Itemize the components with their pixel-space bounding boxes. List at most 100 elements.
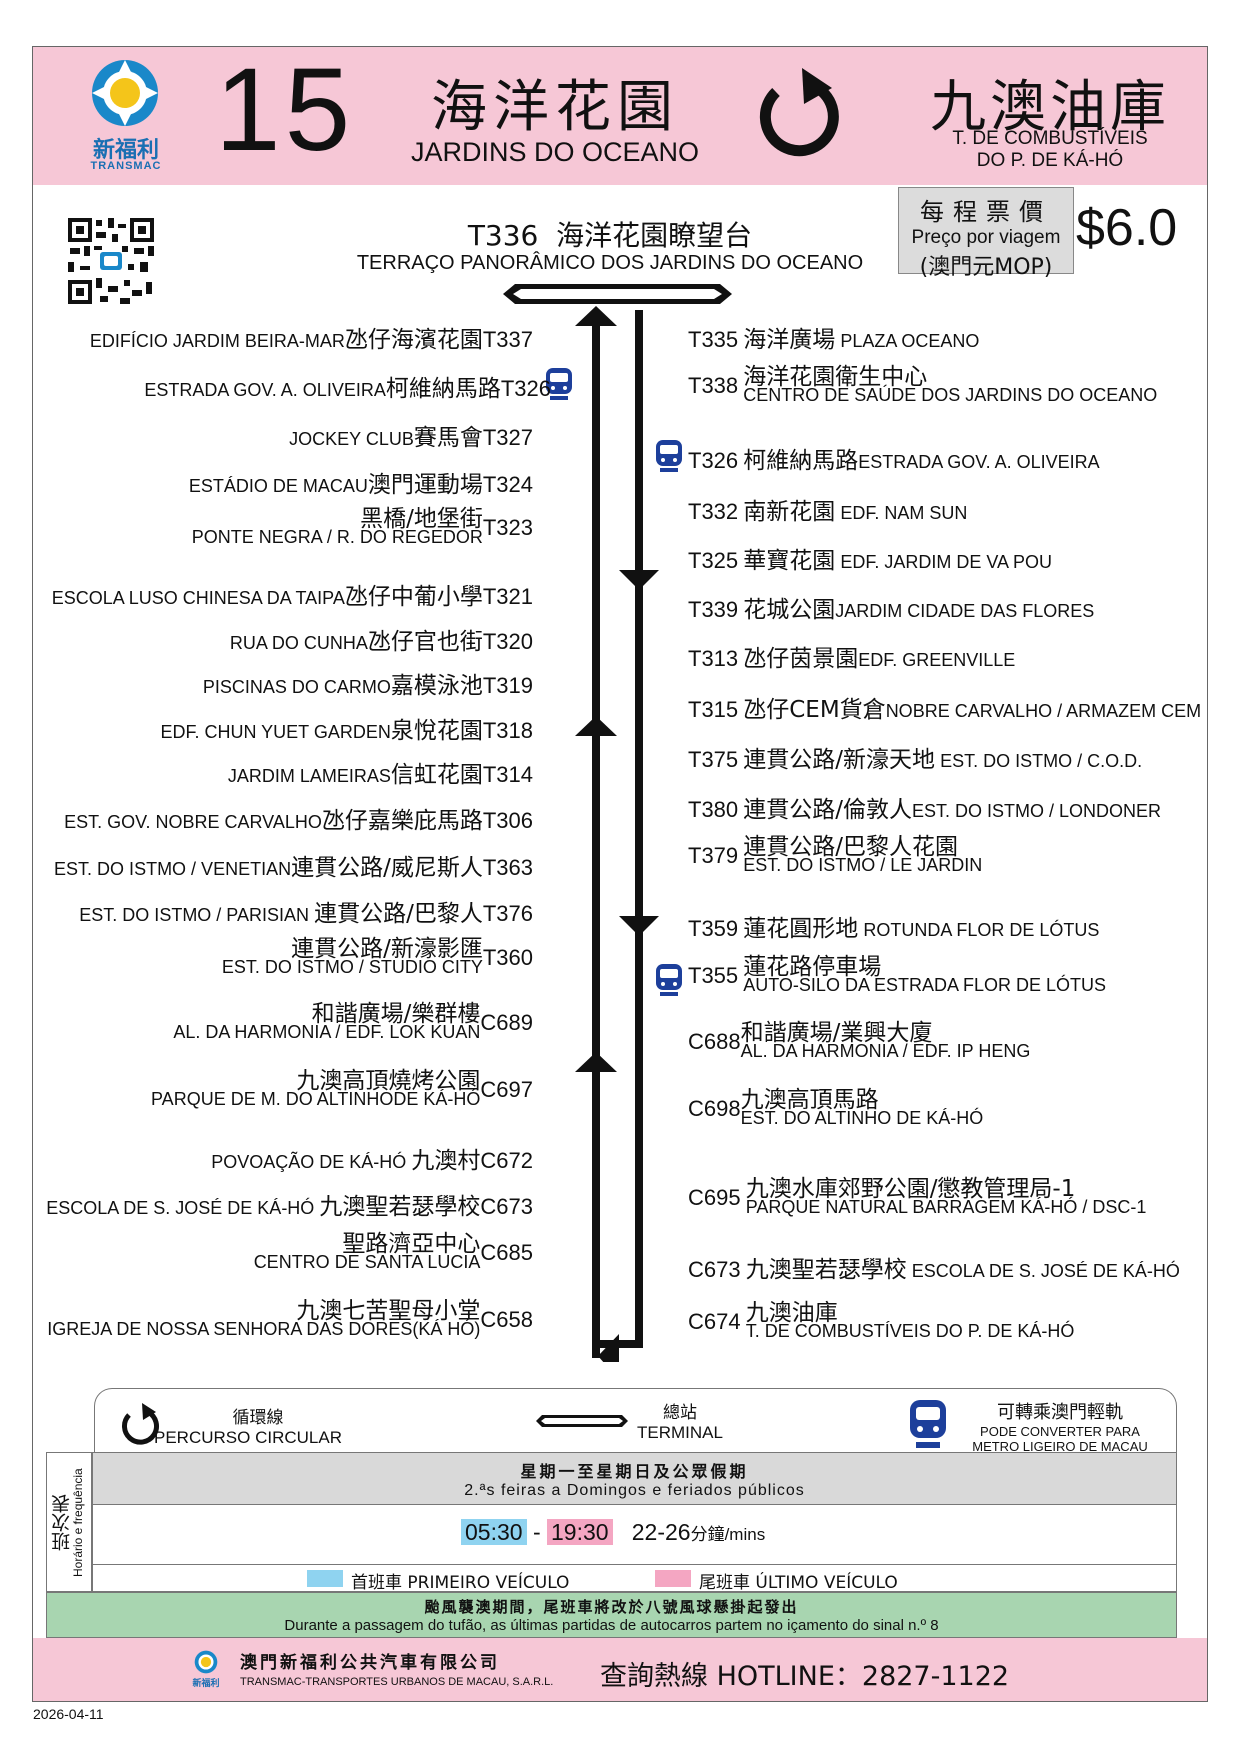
stop-right: T313 氹仔茵景園EDF. GREENVILLE [688,639,1015,673]
stop-name-cn: 連貫公路/倫敦人 [743,797,912,823]
stop-name-cn: 柯維納馬路 [743,448,859,474]
stop-name-cn: 嘉模泳池 [390,673,483,699]
stop-name-pt: AUTO-SILO DA ESTRADA FLOR DE LÓTUS [743,975,1107,995]
stop-name-cn: 花城公園 [743,597,836,623]
stop-name-pt: ROTUNDA FLOR DE LÓTUS [863,920,1100,940]
first-bus-label: 首班車 PRIMEIRO VEÍCULO [351,1573,570,1593]
stop-name-pt: ESCOLA DE S. JOSÉ DE KÁ-HÓ [46,1198,315,1218]
legend-terminal: 總站 TERMINAL [620,1398,740,1443]
stop-code: T335 [688,327,739,352]
timetable-side-pt: Horário e frequência [71,1468,85,1578]
stop-name-cn: 柯維納馬路 [385,376,501,402]
stop-code: T319 [482,673,533,698]
lrt-train-icon [656,440,682,472]
stop-code: C695 [688,1185,741,1210]
stop-name-cn: 蓮花圓形地 [743,916,859,942]
stop-name-cn: 九澳高頂燒烤公園 [296,1068,481,1094]
stop-name-pt: JARDIM LAMEIRAS [227,766,391,786]
stop-code: C689 [480,1010,533,1035]
page-frame [32,46,1208,1702]
stop-code: T337 [482,327,533,352]
fare-label-cn: 每程票價 [920,198,1052,226]
stop-code: T315 [688,697,739,722]
stop-right: T339 花城公園JARDIM CIDADE DAS FLORES [688,590,1094,624]
stop-name-cn: 黑橋/地堡街 [360,506,483,532]
stop-code: C697 [480,1077,533,1102]
brand-name-cn: 新福利 [92,138,159,163]
timetable-days-cn: 星期一至星期日及公眾假期 [520,1462,749,1481]
destination-pt-line1: T. DE COMBUSTÍVEIS [952,128,1148,149]
stop-code: C674 [688,1309,741,1334]
stop-left: RUA DO CUNHA氹仔官也街T320 [230,622,533,656]
fare-box: 每程票價 Preço por viagem (澳門元MOP) [898,187,1074,280]
stop-code: C672 [480,1148,533,1173]
stop-name-cn: 連貫公路/新濠影匯 [291,936,483,962]
qr-code-icon[interactable] [66,216,156,306]
footer-logo-text: 新福利 [192,1679,220,1689]
stop-left: EST. GOV. NOBRE CARVALHO氹仔嘉樂庇馬路T306 [64,801,533,835]
stop-code: T324 [482,472,533,497]
route-line-diagram [503,284,732,1362]
typhoon-notice-pt: Durante a passagem do tufão, as últimas … [284,1617,939,1634]
circular-route-icon [122,1403,159,1445]
stop-code: T380 [688,797,739,822]
stop-name-cn: 澳門運動場 [367,472,483,498]
legend-terminal-pt: TERMINAL [637,1423,723,1442]
frequency-unit: 分鐘/mins [690,1525,766,1544]
stop-code: T323 [482,515,533,540]
stop-left: JOCKEY CLUB賽馬會T327 [289,418,533,452]
stop-name-cn: 九澳高頂馬路 [740,1087,879,1113]
fare-unit: (澳門元MOP) [919,255,1053,280]
last-bus-time: 19:30 [547,1519,613,1545]
stop-name-pt: EDF. CHUN YUET GARDEN [160,722,391,742]
stop-name-pt: EST. DO ISTMO / LE JARDIN [743,855,983,875]
stop-right: T326 柯維納馬路ESTRADA GOV. A. OLIVEIRA [688,441,1100,475]
stop-name-pt: POVOAÇÃO DE KÁ-HÓ [211,1152,407,1172]
stop-code: C673 [688,1257,741,1282]
stop-name-pt: ESCOLA DE S. JOSÉ DE KÁ-HÓ [911,1261,1180,1281]
circular-route-icon [759,68,839,157]
stop-right: T332 南新花園 EDF. NAM SUN [688,492,967,526]
stop-code: T325 [688,548,739,573]
stop-name-pt: ESTRADA GOV. A. OLIVEIRA [858,452,1100,472]
stop-right: T335 海洋廣場 PLAZA OCEANO [688,320,979,354]
stop-left: ESTÁDIO DE MACAU澳門運動場T324 [189,465,533,499]
frequency-value: 22-26 [631,1519,691,1545]
stop-code: T359 [688,916,739,941]
stop-left: EDIFÍCIO JARDIM BEIRA-MAR氹仔海濱花園T337 [90,320,533,354]
stop-name-pt: PARQUE DE M. DO ALTINHODE KÁ-HÓ [151,1089,481,1109]
stop-name-cn: 和諧廣場/樂群樓 [311,1001,481,1027]
company-name-pt: TRANSMAC-TRANSPORTES URBANOS DE MACAU, S… [240,1676,554,1688]
stop-code: C688 [688,1029,741,1054]
stop-left: EST. DO ISTMO / PARISIAN 連貫公路/巴黎人T376 [79,894,533,928]
origin-name-pt: JARDINS DO OCEANO [410,137,700,167]
stop-name-cn: 信虹花園 [390,762,483,788]
stop-name-cn: 海洋廣場 [743,327,836,353]
stop-name-cn: 氹仔中葡小學 [344,584,483,610]
hotline-text: 查詢熱線 HOTLINE：2827-1122 [600,1661,1010,1692]
stop-name-cn: 華寶花園 [743,548,836,574]
stop-name-cn: 氹仔官也街 [367,629,483,655]
stop-name-pt: RUA DO CUNHA [229,633,368,653]
stop-name-pt: CENTRO DE SAÚDE DOS JARDINS DO OCEANO [743,385,1158,405]
legend-terminal-cn: 總站 [663,1403,697,1423]
fare-label-pt: Preço por viagem [911,227,1061,248]
stop-name-pt: IGREJA DE NOSSA SENHORA DAS DORES(KÁ HÓ) [47,1319,481,1339]
stop-name-pt: PARQUE NATURAL BARRAGEM KÁ-HÓ / DSC-1 [745,1197,1147,1217]
stop-code: T379 [688,843,739,868]
stop-left: ESCOLA DE S. JOSÉ DE KÁ-HÓ 九澳聖若瑟學校C673 [46,1187,533,1221]
first-bus-time: 05:30 [461,1519,527,1545]
stop-code: C658 [480,1307,533,1332]
stop-name-cn: 賽馬會 [413,425,483,451]
stop-code: T332 [688,499,739,524]
stop-code: T313 [688,646,739,671]
stop-code: T327 [482,425,533,450]
transmac-logo-icon [92,60,158,126]
